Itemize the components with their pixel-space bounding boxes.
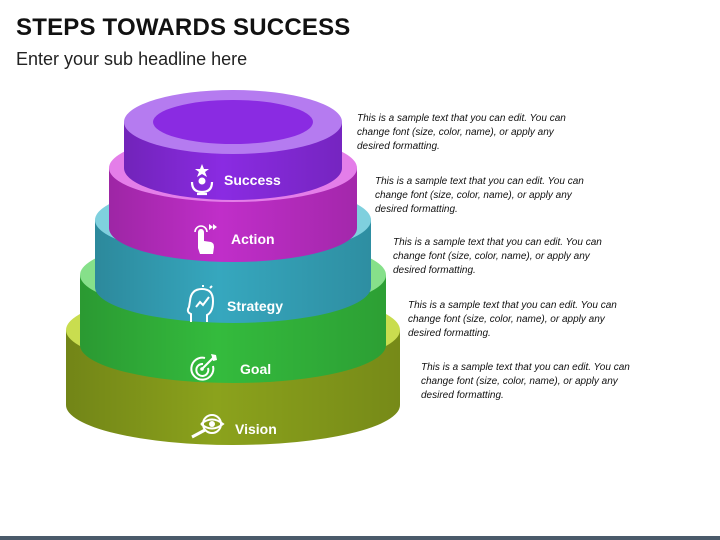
magnifier-eye-icon	[191, 414, 225, 439]
person-star-icon	[190, 164, 214, 196]
page-subtitle: Enter your sub headline here	[16, 49, 248, 69]
tier-label-vision: Vision	[235, 421, 277, 437]
description-goal: This is a sample text that you can edit.…	[408, 300, 617, 339]
tier-label-strategy: Strategy	[227, 298, 284, 314]
description-vision: This is a sample text that you can edit.…	[421, 362, 630, 401]
head-growth-icon	[186, 285, 215, 322]
target-arrow-icon	[190, 354, 217, 381]
description-action: This is a sample text that you can edit.…	[375, 176, 584, 215]
tier-label-goal: Goal	[240, 361, 272, 377]
footer-bar	[0, 536, 720, 540]
touch-hand-icon	[194, 224, 217, 254]
tier-label-success: Success	[224, 172, 281, 188]
tier-success	[124, 90, 342, 200]
tier-label-action: Action	[231, 231, 275, 247]
page-title: STEPS TOWARDS SUCCESS	[16, 14, 351, 41]
description-success: This is a sample text that you can edit.…	[357, 113, 566, 152]
description-strategy: This is a sample text that you can edit.…	[393, 237, 602, 276]
